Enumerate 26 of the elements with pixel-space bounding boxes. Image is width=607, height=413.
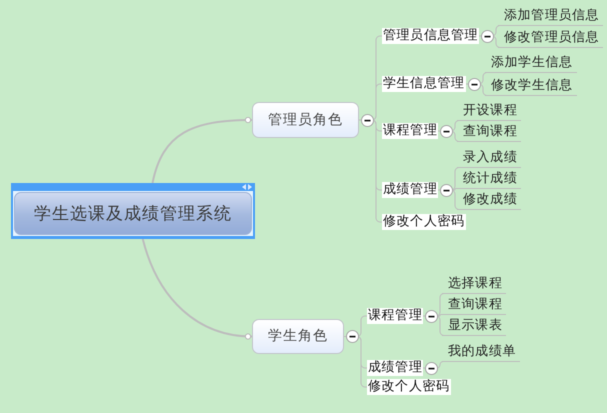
leaf-topic: 录入成绩 <box>457 150 522 168</box>
subtopic-label: 修改个人密码 <box>382 214 466 230</box>
main-topic: 学生角色 <box>252 319 344 354</box>
leaf-topic: 显示课表 <box>442 318 506 336</box>
subtopic-label: 修改个人密码 <box>367 379 451 395</box>
leaf-topic: 添加学生信息 <box>485 55 577 73</box>
subtopic-label: 课程管理 <box>367 308 424 324</box>
connector-line <box>152 116 252 184</box>
subtopic-label: 成绩管理 <box>382 182 438 198</box>
connector-line <box>142 238 252 340</box>
leaf-topic: 选择课程 <box>442 276 506 294</box>
subtopic-label: 管理员信息管理 <box>382 28 480 44</box>
leaf-topic: 统计成绩 <box>457 171 522 189</box>
leaf-topic: 开设课程 <box>457 103 522 121</box>
leaf-topic: 修改管理员信息 <box>498 30 604 48</box>
subtopic-label: 课程管理 <box>382 123 438 139</box>
subtopic-label: 成绩管理 <box>367 360 424 376</box>
leaf-topic: 查询课程 <box>457 124 522 142</box>
central-topic: 学生选课及成绩管理系统 <box>11 183 255 239</box>
leaf-topic: 修改成绩 <box>457 192 522 210</box>
leaf-topic: 修改学生信息 <box>485 78 577 96</box>
subtopic-label: 学生信息管理 <box>382 76 466 92</box>
main-topic: 管理员角色 <box>252 102 359 138</box>
leaf-topic: 我的成绩单 <box>442 344 520 362</box>
leaf-topic: 查询课程 <box>442 297 506 315</box>
leaf-topic: 添加管理员信息 <box>498 8 604 26</box>
